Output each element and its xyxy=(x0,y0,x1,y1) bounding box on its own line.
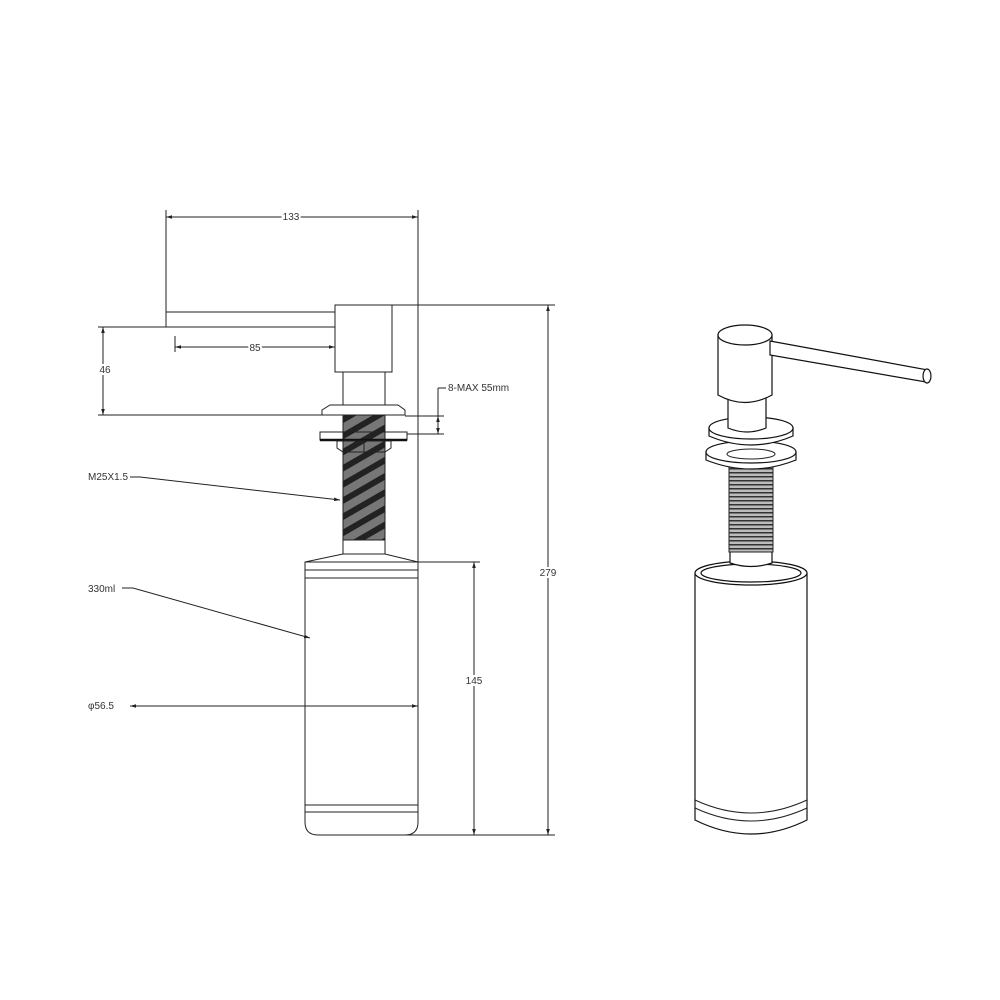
label-thread: M25X1.5 xyxy=(88,472,128,483)
label-diameter: φ56.5 xyxy=(88,701,114,712)
neck xyxy=(342,371,386,406)
thread-3d xyxy=(728,464,774,553)
label-capacity: 330ml xyxy=(88,584,115,595)
bottle-shoulder xyxy=(304,553,419,563)
dimension-lines: 133 85 46 8-MAX 55mm M25X1.5 330ml φ56.5… xyxy=(88,210,559,836)
dim-145: 145 xyxy=(466,676,483,687)
pump-head xyxy=(334,304,393,373)
collar-3d xyxy=(729,547,773,568)
dim-133: 133 xyxy=(283,212,300,223)
collar xyxy=(342,539,386,555)
thread-shank xyxy=(342,414,386,541)
spout-3d xyxy=(769,340,932,383)
dim-mount-thickness: 8-MAX 55mm xyxy=(448,383,509,394)
head-3d xyxy=(717,334,773,404)
perspective-view xyxy=(694,324,932,835)
dim-85: 85 xyxy=(249,343,261,354)
top-flange xyxy=(321,404,406,416)
dim-46: 46 xyxy=(99,365,111,376)
side-elevation xyxy=(165,304,419,836)
dim-279: 279 xyxy=(540,568,557,579)
nut xyxy=(336,440,392,453)
bottle-3d xyxy=(694,572,808,835)
bottle-body xyxy=(304,561,419,836)
spout xyxy=(165,311,336,328)
